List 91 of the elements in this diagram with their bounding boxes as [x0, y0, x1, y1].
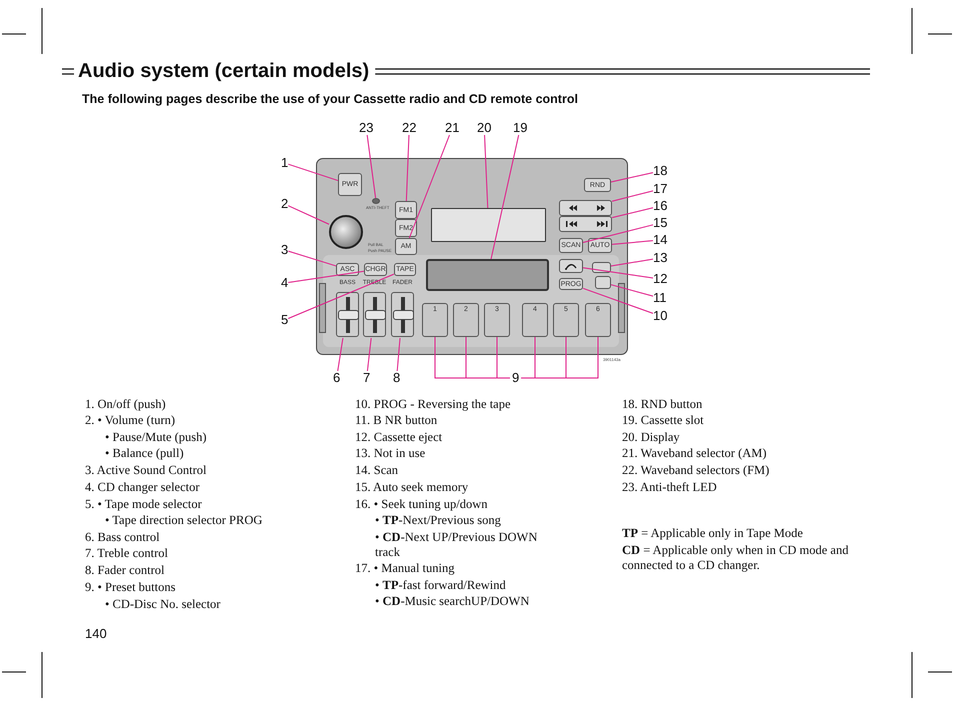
callout-number: 22: [402, 121, 416, 135]
list-item: • Pause/Mute (push): [105, 430, 207, 445]
leader-line: [520, 336, 598, 378]
page-title: Audio system (certain models): [78, 60, 370, 83]
list-item: 9. • Preset buttons: [85, 580, 176, 595]
list-item: 18. RND button: [622, 397, 702, 412]
list-item: 17. • Manual tuning: [355, 561, 455, 576]
list-item: 4. CD changer selector: [85, 480, 200, 495]
leader-line: [582, 224, 654, 243]
leader-line: [288, 164, 338, 182]
list-item: • CD-Next UP/Previous DOWN track: [375, 530, 538, 560]
callout-number: 19: [513, 121, 528, 135]
subtitle: The following pages describe the use of your Cassette radio and CD remote control: [82, 92, 578, 106]
leader-line: [582, 288, 654, 314]
callout-number: 12: [653, 272, 668, 286]
list-item: 3. Active Sound Control: [85, 463, 207, 478]
list-item: 21. Waveband selector (AM): [622, 446, 767, 461]
callout-number: 7: [363, 371, 370, 385]
callout-number: 16: [653, 199, 668, 213]
callout-number: 14: [653, 233, 668, 247]
callout-number: 9: [512, 371, 520, 385]
list-item: 13. Not in use: [355, 446, 426, 461]
callout-number: 8: [393, 371, 400, 385]
leader-line: [288, 270, 364, 283]
leader-line: [288, 274, 394, 319]
callout-number: 17: [653, 182, 668, 196]
list-item: 11. B NR button: [355, 413, 438, 428]
list-item: 14. Scan: [355, 463, 398, 478]
callout-number: 4: [281, 276, 288, 290]
callout-number: 1: [281, 156, 288, 170]
leader-line: [288, 250, 336, 266]
list-item: • TP-Next/Previous song: [375, 513, 501, 528]
leader-line: [408, 134, 450, 238]
eject-button: [559, 259, 583, 273]
callout-number: 15: [653, 216, 668, 230]
list-item: 7. Treble control: [85, 546, 168, 561]
leader-line: [496, 336, 510, 378]
noise-reduction-button: [595, 276, 611, 289]
callout-number: 13: [653, 251, 668, 265]
cassette-slot: [426, 259, 549, 291]
leader-line: [366, 134, 376, 198]
list-item: • Balance (pull): [105, 446, 184, 461]
callout-number: 2: [281, 197, 288, 211]
callout-number: 21: [445, 121, 460, 135]
list-item: • CD-Music searchUP/DOWN: [375, 594, 530, 609]
list-item: • TP-fast forward/Rewind: [375, 578, 506, 593]
volume-knob: [329, 215, 363, 249]
list-item: 6. Bass control: [85, 530, 160, 545]
leader-line: [490, 134, 520, 260]
leader-line: [484, 134, 488, 208]
callout-number: 3: [281, 243, 288, 257]
list-item: 19. Cassette slot: [622, 413, 704, 428]
leader-line: [612, 207, 654, 218]
callout-number: 23: [359, 121, 374, 135]
callout-number: 10: [653, 309, 668, 323]
callout-number: 18: [653, 164, 668, 178]
list-item: 15. Auto seek memory: [355, 480, 468, 495]
list-item: 20. Display: [622, 430, 680, 445]
list-item: CD = Applicable only when in CD mode and connected to a CD changer.: [622, 543, 850, 573]
list-item: 2. • Volume (turn): [85, 413, 176, 428]
list-item: 22. Waveband selectors (FM): [622, 463, 770, 478]
leader-line: [612, 240, 654, 245]
led-indicator: [372, 198, 380, 204]
leader-line: [366, 338, 372, 372]
list-item: 12. Cassette eject: [355, 430, 442, 445]
leader-line: [610, 258, 654, 266]
list-item: • CD-Disc No. selector: [105, 597, 220, 612]
page-number: 140: [85, 626, 107, 641]
leader-line: [582, 267, 654, 278]
callout-number: 5: [281, 313, 288, 327]
leader-line: [612, 190, 654, 202]
leader-line: [396, 338, 401, 372]
display-window: [431, 208, 546, 242]
callout-number: 11: [653, 291, 666, 305]
leader-line: [610, 284, 654, 297]
list-item: 1. On/off (push): [85, 397, 166, 412]
leader-line: [337, 338, 344, 372]
leader-line: [406, 134, 410, 202]
list-item: 16. • Seek tuning up/down: [355, 497, 488, 512]
list-item: 10. PROG - Reversing the tape: [355, 397, 511, 412]
list-item: TP = Applicable only in Tape Mode: [622, 526, 803, 541]
skip-button: [559, 216, 612, 232]
list-item: 23. Anti-theft LED: [622, 480, 717, 495]
radio-faceplate: [316, 158, 628, 355]
seek-button: [559, 200, 612, 216]
list-item: 8. Fader control: [85, 563, 164, 578]
leader-line: [610, 172, 654, 182]
callout-number: 6: [333, 371, 340, 385]
list-item: 5. • Tape mode selector: [85, 497, 202, 512]
callout-number: 20: [477, 121, 492, 135]
list-item: • Tape direction selector PROG: [105, 513, 262, 528]
